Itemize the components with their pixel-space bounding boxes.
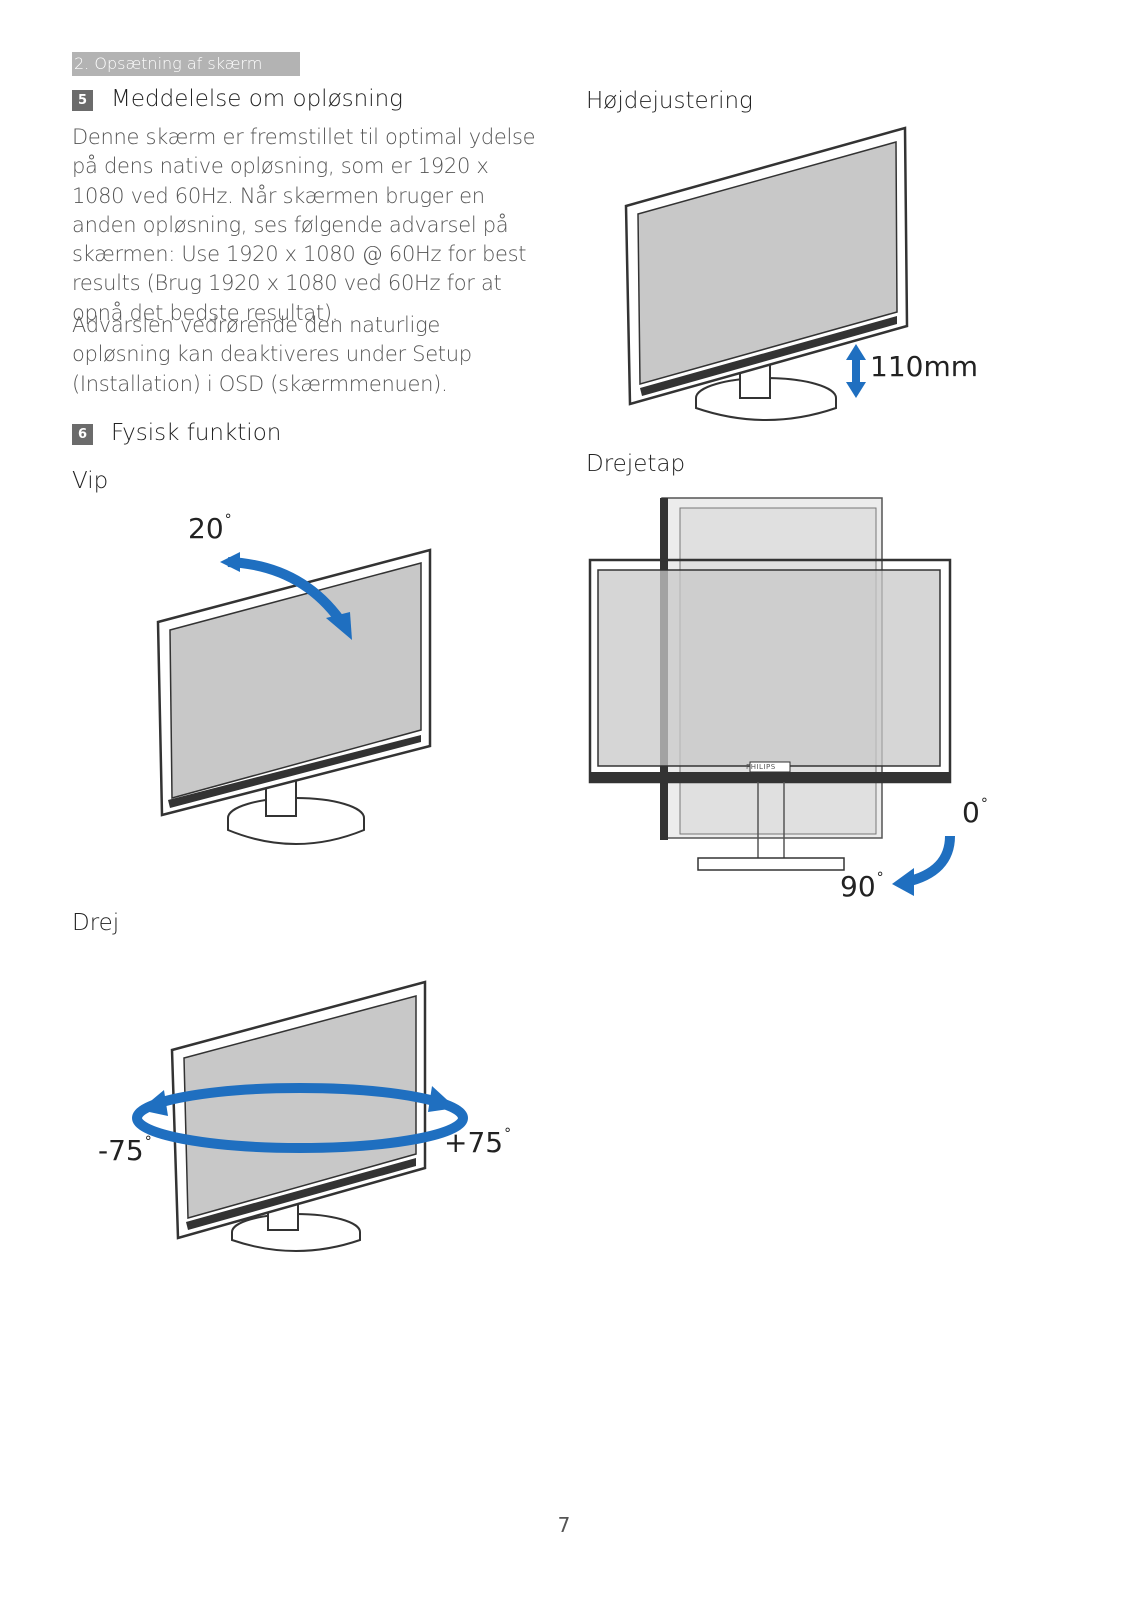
tilt-label: Vip [72, 468, 109, 494]
section-tab: 2. Opsætning af skærm [72, 52, 300, 76]
degree-symbol: ° [980, 796, 988, 812]
swivel-right-value: +75 [444, 1126, 504, 1159]
resolution-title: Meddelelse om opløsning [111, 86, 403, 112]
pivot-label: Drejetap [586, 451, 686, 477]
degree-symbol: ° [144, 1134, 152, 1150]
height-label: Højdejustering [586, 88, 753, 114]
swivel-left-value: -75 [98, 1134, 144, 1167]
degree-symbol: ° [504, 1126, 512, 1142]
swivel-label: Drej [72, 910, 120, 936]
page-number: 7 [557, 1513, 571, 1537]
height-value: 110mm [870, 350, 978, 383]
resolution-heading: 5 Meddelelse om opløsning [72, 86, 403, 112]
swivel-right-angle: +75° [444, 1126, 511, 1159]
pivot-end-value: 90 [840, 870, 876, 903]
resolution-paragraph-1: Denne skærm er fremstillet til optimal y… [72, 125, 536, 325]
pivot-start-angle: 0° [962, 796, 988, 829]
pivot-start-value: 0 [962, 796, 980, 829]
tilt-up-angle: 20° [188, 512, 232, 545]
section-badge-6: 6 [72, 424, 93, 445]
pivot-end-angle: 90° [840, 870, 884, 903]
swivel-left-angle: -75° [98, 1134, 152, 1167]
degree-symbol: ° [876, 870, 884, 886]
brand-logo: PHILIPS [746, 763, 776, 771]
physical-title: Fysisk funktion [111, 420, 282, 446]
section-badge-5: 5 [72, 90, 93, 111]
physical-heading: 6 Fysisk funktion [72, 420, 281, 446]
tilt-up-value: 20 [188, 512, 224, 545]
resolution-paragraph-2: Advarslen vedrørende den naturlige opløs… [72, 313, 472, 396]
degree-symbol: ° [224, 512, 232, 528]
